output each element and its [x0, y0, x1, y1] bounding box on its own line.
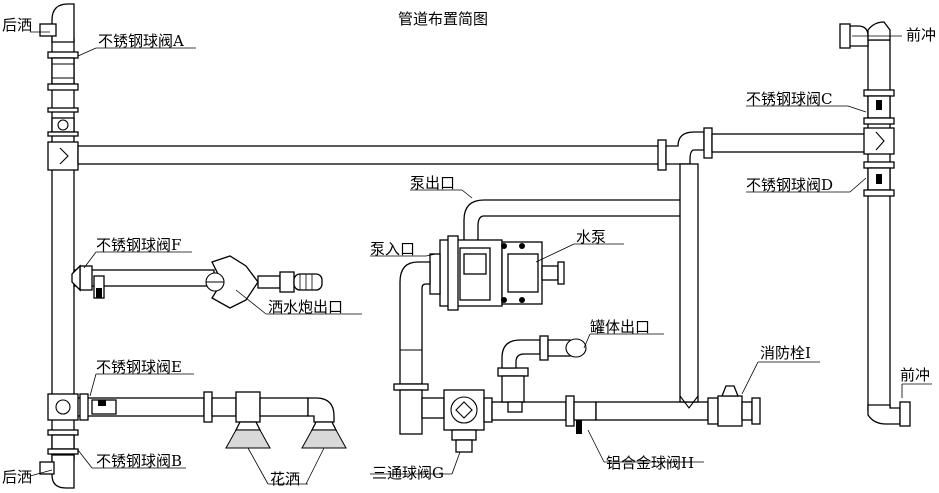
pump-label: 水泵 — [576, 228, 606, 246]
left-bottom-tee — [47, 393, 79, 421]
valve-b[interactable] — [47, 429, 79, 455]
water-pump[interactable] — [429, 235, 565, 311]
valve-c-label: 不锈钢球阀C — [746, 90, 832, 108]
top-horizontal-pipe — [77, 127, 869, 171]
diagram-title: 管道布置简图 — [398, 10, 488, 28]
valve-e-label: 不锈钢球阀E — [96, 358, 182, 376]
water-cannon-outlet-label: 洒水炮出口 — [268, 298, 343, 316]
pump-inlet-label: 泵入口 — [370, 240, 415, 258]
leader-lines — [29, 31, 932, 485]
water-cannon[interactable] — [205, 255, 323, 309]
valve-a-label: 不锈钢球阀A — [98, 32, 184, 50]
valve-f-label: 不锈钢球阀F — [96, 236, 181, 254]
valve-h[interactable] — [565, 395, 709, 434]
fire-port-label: 消防栓I — [760, 344, 811, 362]
valve-h-label: 铝合金球阀H — [606, 454, 694, 472]
rear-spray-top-label: 后洒 — [2, 16, 32, 34]
fire-hydrant-valve[interactable] — [707, 385, 761, 427]
pump-outlet-label: 泵出口 — [410, 174, 455, 192]
valve-g-assembly[interactable] — [393, 383, 493, 453]
rear-spray-bottom-label: 后洒 — [2, 468, 32, 486]
valve-f-branch — [73, 265, 215, 299]
valve-d[interactable] — [863, 161, 895, 197]
left-tee-junction — [47, 141, 79, 171]
valve-c[interactable] — [863, 89, 895, 125]
tank-outlet-label: 罐体出口 — [590, 318, 650, 336]
tank-outlet-pipe — [491, 335, 587, 421]
valve-b-label: 不锈钢球阀B — [96, 452, 182, 470]
valve-a[interactable] — [47, 51, 79, 91]
valve-g-label: 三通球阀G — [372, 464, 444, 482]
valve-d-label: 不锈钢球阀D — [746, 176, 833, 194]
front-flush-bottom-label: 前冲 — [900, 366, 930, 384]
flower-spray-nozzle-2[interactable] — [301, 421, 347, 449]
pump-inlet-pipe — [399, 261, 431, 385]
flower-spray-nozzle-1[interactable] — [225, 421, 271, 449]
right-tee-junction — [863, 127, 895, 155]
riser-pipe — [679, 163, 699, 409]
flower-spray-label: 花洒 — [270, 470, 300, 488]
valve-e[interactable] — [79, 393, 117, 421]
front-flush-top-label: 前冲 — [906, 26, 936, 44]
valve-f[interactable] — [71, 264, 81, 292]
left-pipe-fitting — [47, 107, 79, 137]
